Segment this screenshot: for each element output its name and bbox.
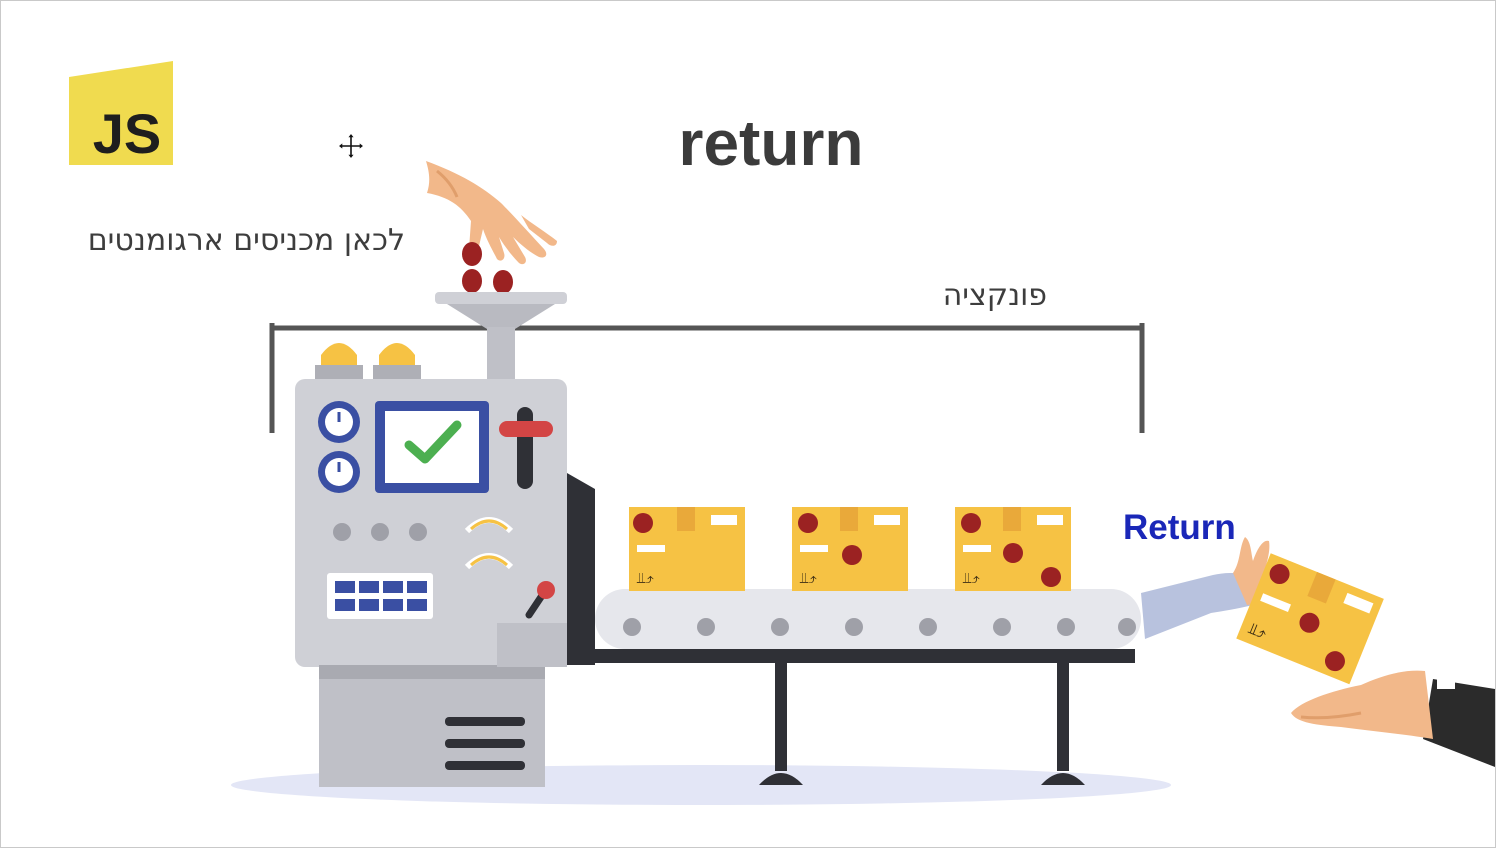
- box: ⫫⤴: [1236, 553, 1384, 685]
- box: ⫫⤴: [955, 507, 1071, 591]
- hand-dropping-icon: [426, 161, 557, 265]
- box: ⫫⤴: [792, 507, 908, 591]
- svg-text:⫫⤴: ⫫⤴: [799, 569, 817, 587]
- checkmark-icon: [404, 420, 462, 464]
- svg-text:⫫⤴: ⫫⤴: [636, 569, 654, 587]
- bean: [462, 242, 482, 266]
- svg-text:⫫⤴: ⫫⤴: [1246, 618, 1270, 642]
- bean: [462, 269, 482, 293]
- return-caption: Return: [1123, 508, 1236, 547]
- svg-text:⫫⤴: ⫫⤴: [962, 569, 980, 587]
- factory-machine-icon: [295, 379, 567, 787]
- box: ⫫⤴: [629, 507, 745, 591]
- function-caption: פונקציה: [942, 278, 1047, 313]
- funnel: [435, 292, 567, 379]
- function-bracket: [269, 323, 1145, 433]
- slide-title: return: [678, 107, 864, 179]
- beans: [462, 242, 513, 294]
- js-logo: JS: [69, 61, 173, 165]
- js-logo-text: JS: [93, 102, 162, 165]
- arguments-caption: לכאן מכניסים ארגומנטים: [87, 223, 405, 258]
- hand-receiving-icon: [1291, 670, 1495, 767]
- move-cursor-icon: [336, 131, 366, 161]
- conveyor-belt: [567, 473, 1141, 785]
- bean: [493, 270, 513, 294]
- warning-lamps: [315, 343, 421, 379]
